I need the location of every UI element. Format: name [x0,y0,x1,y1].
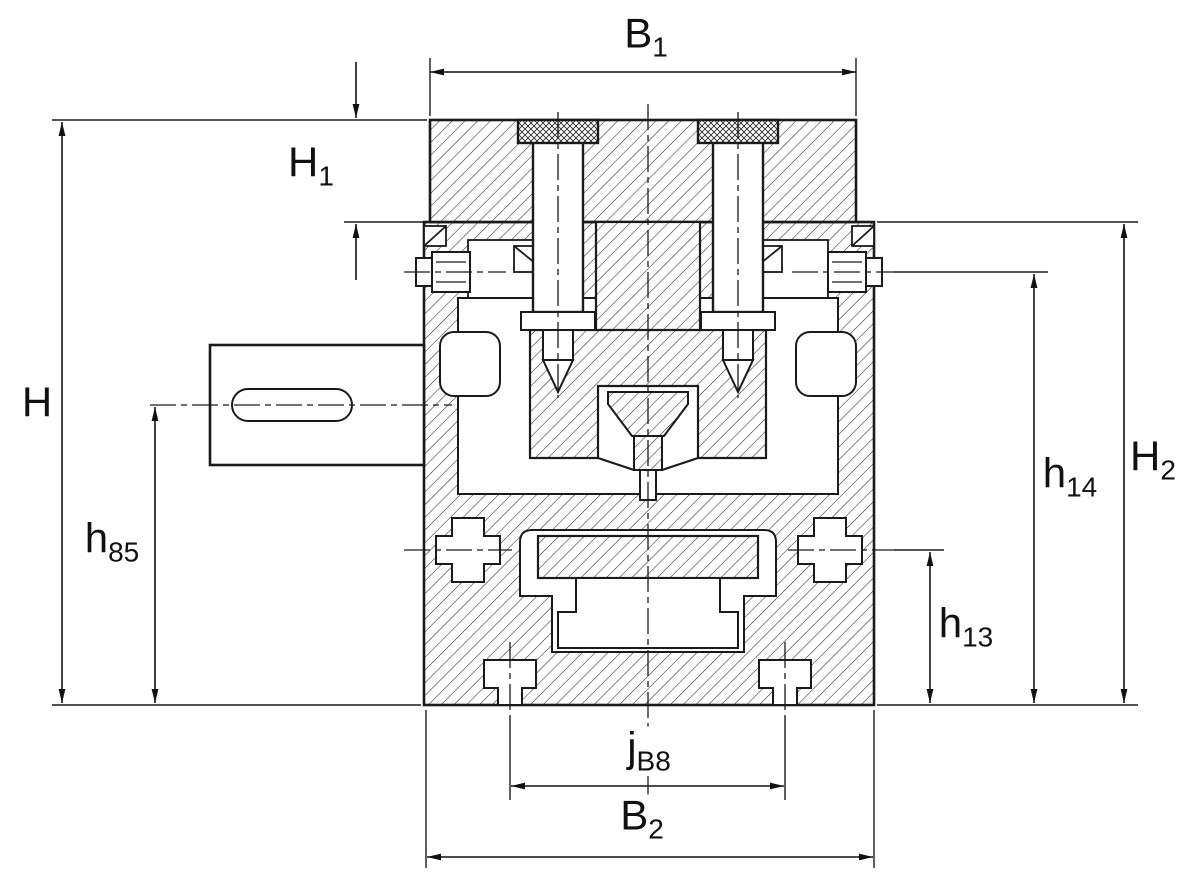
dim-label-h85: h85 [82,514,142,568]
dimension-lines [58,62,1128,861]
extension-lines [52,58,1138,868]
dim-label-B1: B1 [622,9,670,63]
housing-section [208,118,883,707]
dim-label-jB8: jB8 [625,723,673,777]
dim-label-H1: H1 [286,138,336,192]
dim-label-H: H [19,381,55,431]
dim-label-B2: B2 [618,791,666,845]
fixing-bolt-right [696,118,780,395]
side-seal-pockets [439,331,857,397]
bearing-block [528,328,768,460]
bottom-t-slots [483,659,812,706]
top-plate [428,118,858,224]
corner-seals [423,225,875,247]
dim-label-h14: h14 [1040,449,1100,503]
centerlines [150,104,894,820]
dim-label-h13: h13 [936,599,996,653]
cone-assembly [597,391,699,501]
dim-label-H2: H2 [1128,432,1178,486]
